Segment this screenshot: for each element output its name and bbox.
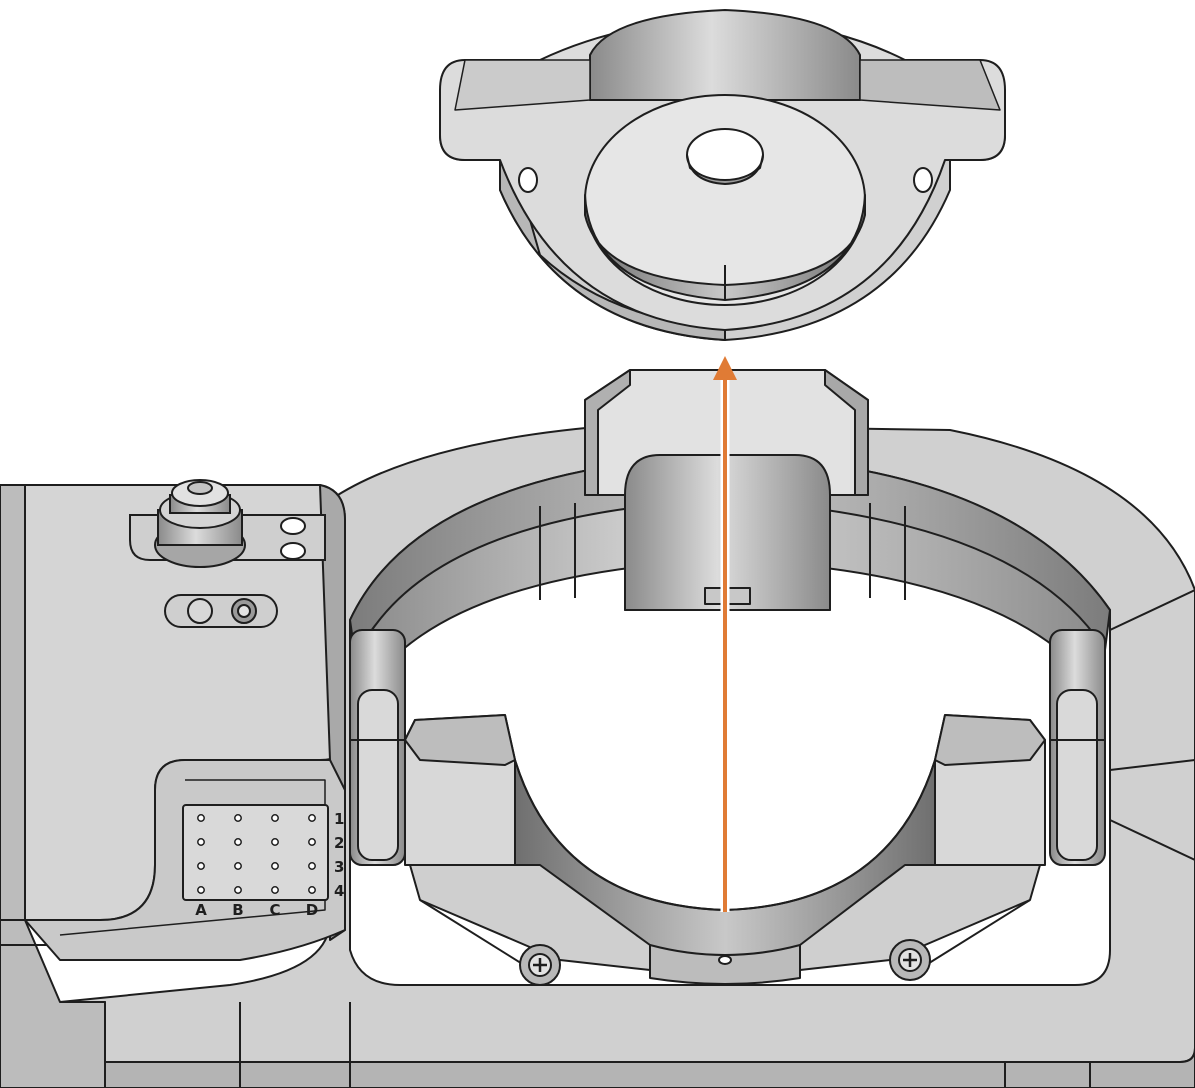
right-hinge-post (1049, 629, 1106, 866)
grid-dot (271, 814, 279, 822)
grid-dot (308, 814, 316, 822)
grid-dot (234, 838, 242, 846)
screw-left (519, 944, 561, 986)
grid-dot (197, 838, 205, 846)
grid-labels: 1 2 3 4A B C D (195, 810, 344, 919)
grid-column-label: B (232, 901, 243, 919)
grid-panel: 1 2 3 4A B C D (182, 804, 344, 919)
grid-dot (234, 814, 242, 822)
grid-plate (182, 804, 329, 901)
grid-dot (308, 862, 316, 870)
left-hinge-post (349, 629, 406, 866)
grid-dot (271, 862, 279, 870)
grid-dot (197, 814, 205, 822)
grid-dot (234, 862, 242, 870)
grid-dot (197, 886, 205, 894)
grid-dot (271, 886, 279, 894)
grid-dot (197, 862, 205, 870)
grid-row-label: 2 (334, 834, 344, 852)
grid-column-label: D (306, 901, 318, 919)
grid-dot (308, 886, 316, 894)
grid-dots (197, 814, 316, 894)
grid-row-label: 4 (334, 882, 344, 900)
grid-dot (271, 838, 279, 846)
grid-row-label: 1 (334, 810, 344, 828)
grid-row-label: 3 (334, 858, 344, 876)
indicator-plate (164, 594, 278, 628)
screw-right (889, 939, 931, 981)
plunger-knob (129, 479, 326, 568)
grid-column-label: C (269, 901, 280, 919)
grid-column-label: A (195, 901, 207, 919)
grid-dot (234, 886, 242, 894)
lower-cradle (404, 714, 1046, 985)
grid-dot (308, 838, 316, 846)
top-cap (439, 9, 1006, 341)
